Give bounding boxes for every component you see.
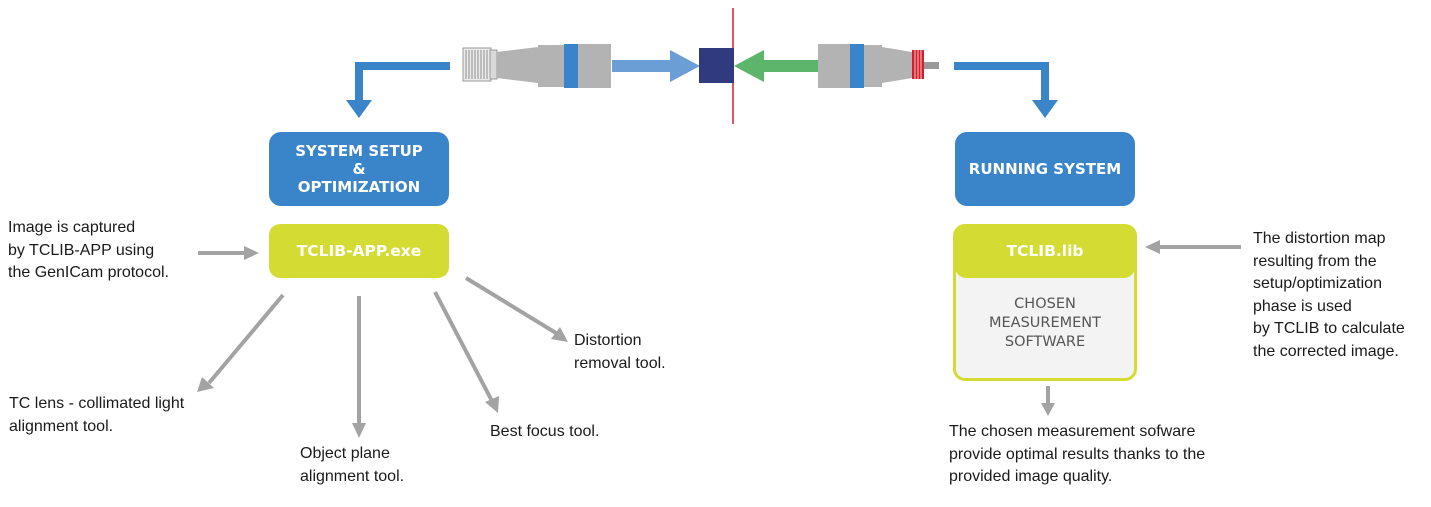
tool-arrow-collimation <box>197 293 285 392</box>
note-line: phase is used <box>1253 297 1352 315</box>
note-line: the GenICam protocol. <box>8 264 169 281</box>
note-line: Best focus tool. <box>490 423 600 440</box>
light-path-arrow-right <box>612 50 700 82</box>
tool-arrow-object-plane <box>352 296 366 438</box>
note-line: resulting from the <box>1253 252 1377 270</box>
capture-note: Image is captured by TCLIB-APP using the… <box>8 217 169 285</box>
running-system-title: RUNNING SYSTEM <box>968 160 1122 178</box>
software-label-line: MEASUREMENT <box>988 315 1102 331</box>
note-line: Object plane <box>300 445 390 462</box>
software-label-line: CHOSEN <box>1014 296 1076 312</box>
capture-arrow <box>198 246 259 260</box>
measurement-software-label: CHOSEN MEASUREMENT SOFTWARE <box>955 295 1135 352</box>
note-line: provide optimal results thanks to the <box>949 445 1206 463</box>
camera-sensor-icon <box>699 48 734 83</box>
note-line: setup/optimization <box>1253 275 1382 292</box>
tool-note-object-plane: Object plane alignment tool. <box>300 443 404 488</box>
system-setup-title-line: & <box>352 160 366 178</box>
note-line: Image is captured <box>8 219 136 236</box>
note-line: removal tool. <box>574 354 666 372</box>
note-line: alignment tool. <box>300 467 405 485</box>
system-setup-box: SYSTEM SETUP & OPTIMIZATION <box>269 132 449 206</box>
tool-note-best-focus: Best focus tool. <box>490 421 599 444</box>
running-system-box: RUNNING SYSTEM <box>955 132 1135 206</box>
system-setup-title-line: SYSTEM SETUP <box>295 142 423 160</box>
tclib-lib-label: TCLIB.lib <box>1006 242 1084 260</box>
note-line: Distortion <box>574 332 642 349</box>
result-note: The chosen measurement sofware provide o… <box>949 421 1205 489</box>
result-arrow <box>1041 386 1055 416</box>
tclib-app-box: TCLIB-APP.exe <box>269 224 449 278</box>
note-line: by TCLIB to calculate <box>1253 320 1405 337</box>
software-label-line: SOFTWARE <box>1004 334 1086 350</box>
note-line: TC lens - collimated light <box>9 395 185 412</box>
tool-note-distortion: Distortion removal tool. <box>574 330 666 375</box>
to-running-arrow <box>954 62 1058 118</box>
note-line: The distortion map <box>1253 230 1386 247</box>
note-line: the corrected image. <box>1253 342 1399 360</box>
tool-arrow-distortion <box>464 276 568 342</box>
system-setup-title-line: OPTIMIZATION <box>297 178 421 196</box>
telecentric-lens-icon <box>818 44 939 88</box>
tool-note-collimation: TC lens - collimated light alignment too… <box>9 393 184 438</box>
tclib-app-label: TCLIB-APP.exe <box>296 242 422 260</box>
to-setup-arrow <box>346 62 450 118</box>
note-line: by TCLIB-APP using <box>8 241 155 259</box>
tclib-lib-box: TCLIB.lib <box>955 224 1135 278</box>
lens-icon <box>462 44 611 88</box>
distortion-map-arrow <box>1145 240 1241 254</box>
light-path-arrow-left <box>734 50 818 82</box>
tool-arrow-best-focus <box>433 291 499 413</box>
distortion-map-note: The distortion map resulting from the se… <box>1253 228 1405 363</box>
note-line: alignment tool. <box>9 417 114 435</box>
note-line: provided image quality. <box>949 468 1113 485</box>
note-line: The chosen measurement sofware <box>949 423 1196 440</box>
